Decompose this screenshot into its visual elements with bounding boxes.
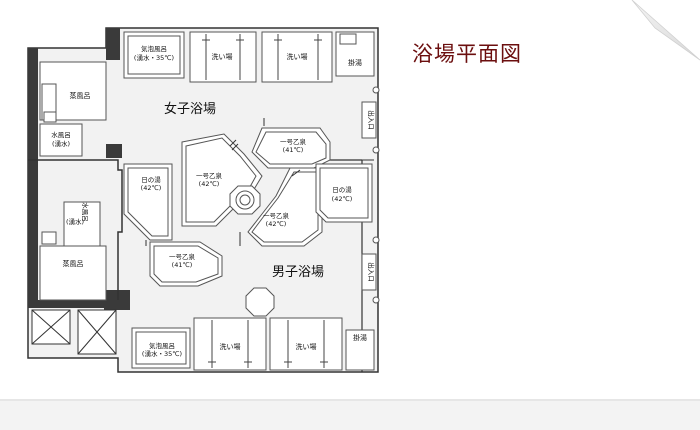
women-exit-label: 出入口: [367, 110, 376, 130]
women-sauna-label: 蒸風呂: [70, 91, 91, 100]
women-bubble-bath: [123, 31, 185, 79]
women-hinoyu-bath: [123, 163, 173, 241]
men-kakeyu: [345, 329, 375, 371]
men-hinoyu-sub: (42℃): [332, 195, 353, 203]
men-area-label: 男子浴場: [272, 265, 324, 280]
women-wash-2-label: 洗い場: [287, 52, 308, 61]
women-ichigo-center-sub: (42℃): [199, 180, 220, 188]
women-ichigo-center-label: 一号乙泉: [196, 171, 223, 180]
men-kakeyu-label: 掛湯: [353, 333, 367, 342]
men-exit-label: 出入口: [367, 262, 376, 282]
men-octagon: [245, 287, 275, 317]
men-bubble-bath-sub: (湧水・35℃): [142, 349, 182, 358]
women-bubble-bath-label: 気泡風呂: [141, 44, 167, 53]
men-water-bath-sub: (湧水): [66, 217, 84, 226]
men-bubble-bath: [131, 327, 191, 369]
women-water-bath-label: 水風呂: [51, 130, 71, 139]
men-wash-area-2: [269, 317, 343, 371]
men-water-bath-label: 水風呂: [81, 202, 90, 222]
women-bubble-bath-sub: (湧水・35℃): [134, 53, 174, 62]
men-water-bath: [63, 201, 101, 247]
women-ichigo-upper-sub: (41℃): [283, 146, 304, 154]
men-ichigo-center-label: 一号乙泉: [263, 211, 290, 220]
women-kakeyu-label: 掛湯: [348, 58, 362, 67]
men-sauna: [39, 245, 107, 301]
women-hinoyu-sub: (42℃): [141, 184, 162, 192]
men-wash-1-label: 洗い場: [220, 342, 241, 351]
men-ichigo-lower-bath: [149, 241, 223, 287]
women-hinoyu-label: 日の湯: [141, 175, 161, 184]
men-sauna-label: 蒸風呂: [63, 259, 84, 268]
page-title: 浴場平面図: [412, 42, 522, 66]
men-wash-2-label: 洗い場: [296, 342, 317, 351]
women-wash-area-1: [189, 31, 257, 83]
women-water-bath: [39, 123, 83, 157]
men-ichigo-center-sub: (42℃): [266, 220, 287, 228]
men-hinoyu-bath: [315, 163, 373, 223]
men-ichigo-lower-label: 一号乙泉: [169, 252, 196, 261]
women-area-label: 女子浴場: [164, 101, 216, 117]
women-kakeyu: [335, 31, 375, 77]
women-water-bath-sub: (湧水): [52, 139, 70, 148]
men-bubble-bath-label: 気泡風呂: [149, 341, 175, 350]
men-ichigo-lower-sub: (41℃): [172, 261, 193, 269]
men-wash-area-1: [193, 317, 267, 371]
women-wash-1-label: 洗い場: [212, 52, 233, 61]
women-exit-door: [361, 101, 377, 139]
men-hinoyu-label: 日の湯: [332, 185, 352, 194]
women-sauna: [39, 61, 107, 121]
women-ichigo-upper-label: 一号乙泉: [280, 137, 307, 146]
men-exit-door: [361, 253, 377, 291]
